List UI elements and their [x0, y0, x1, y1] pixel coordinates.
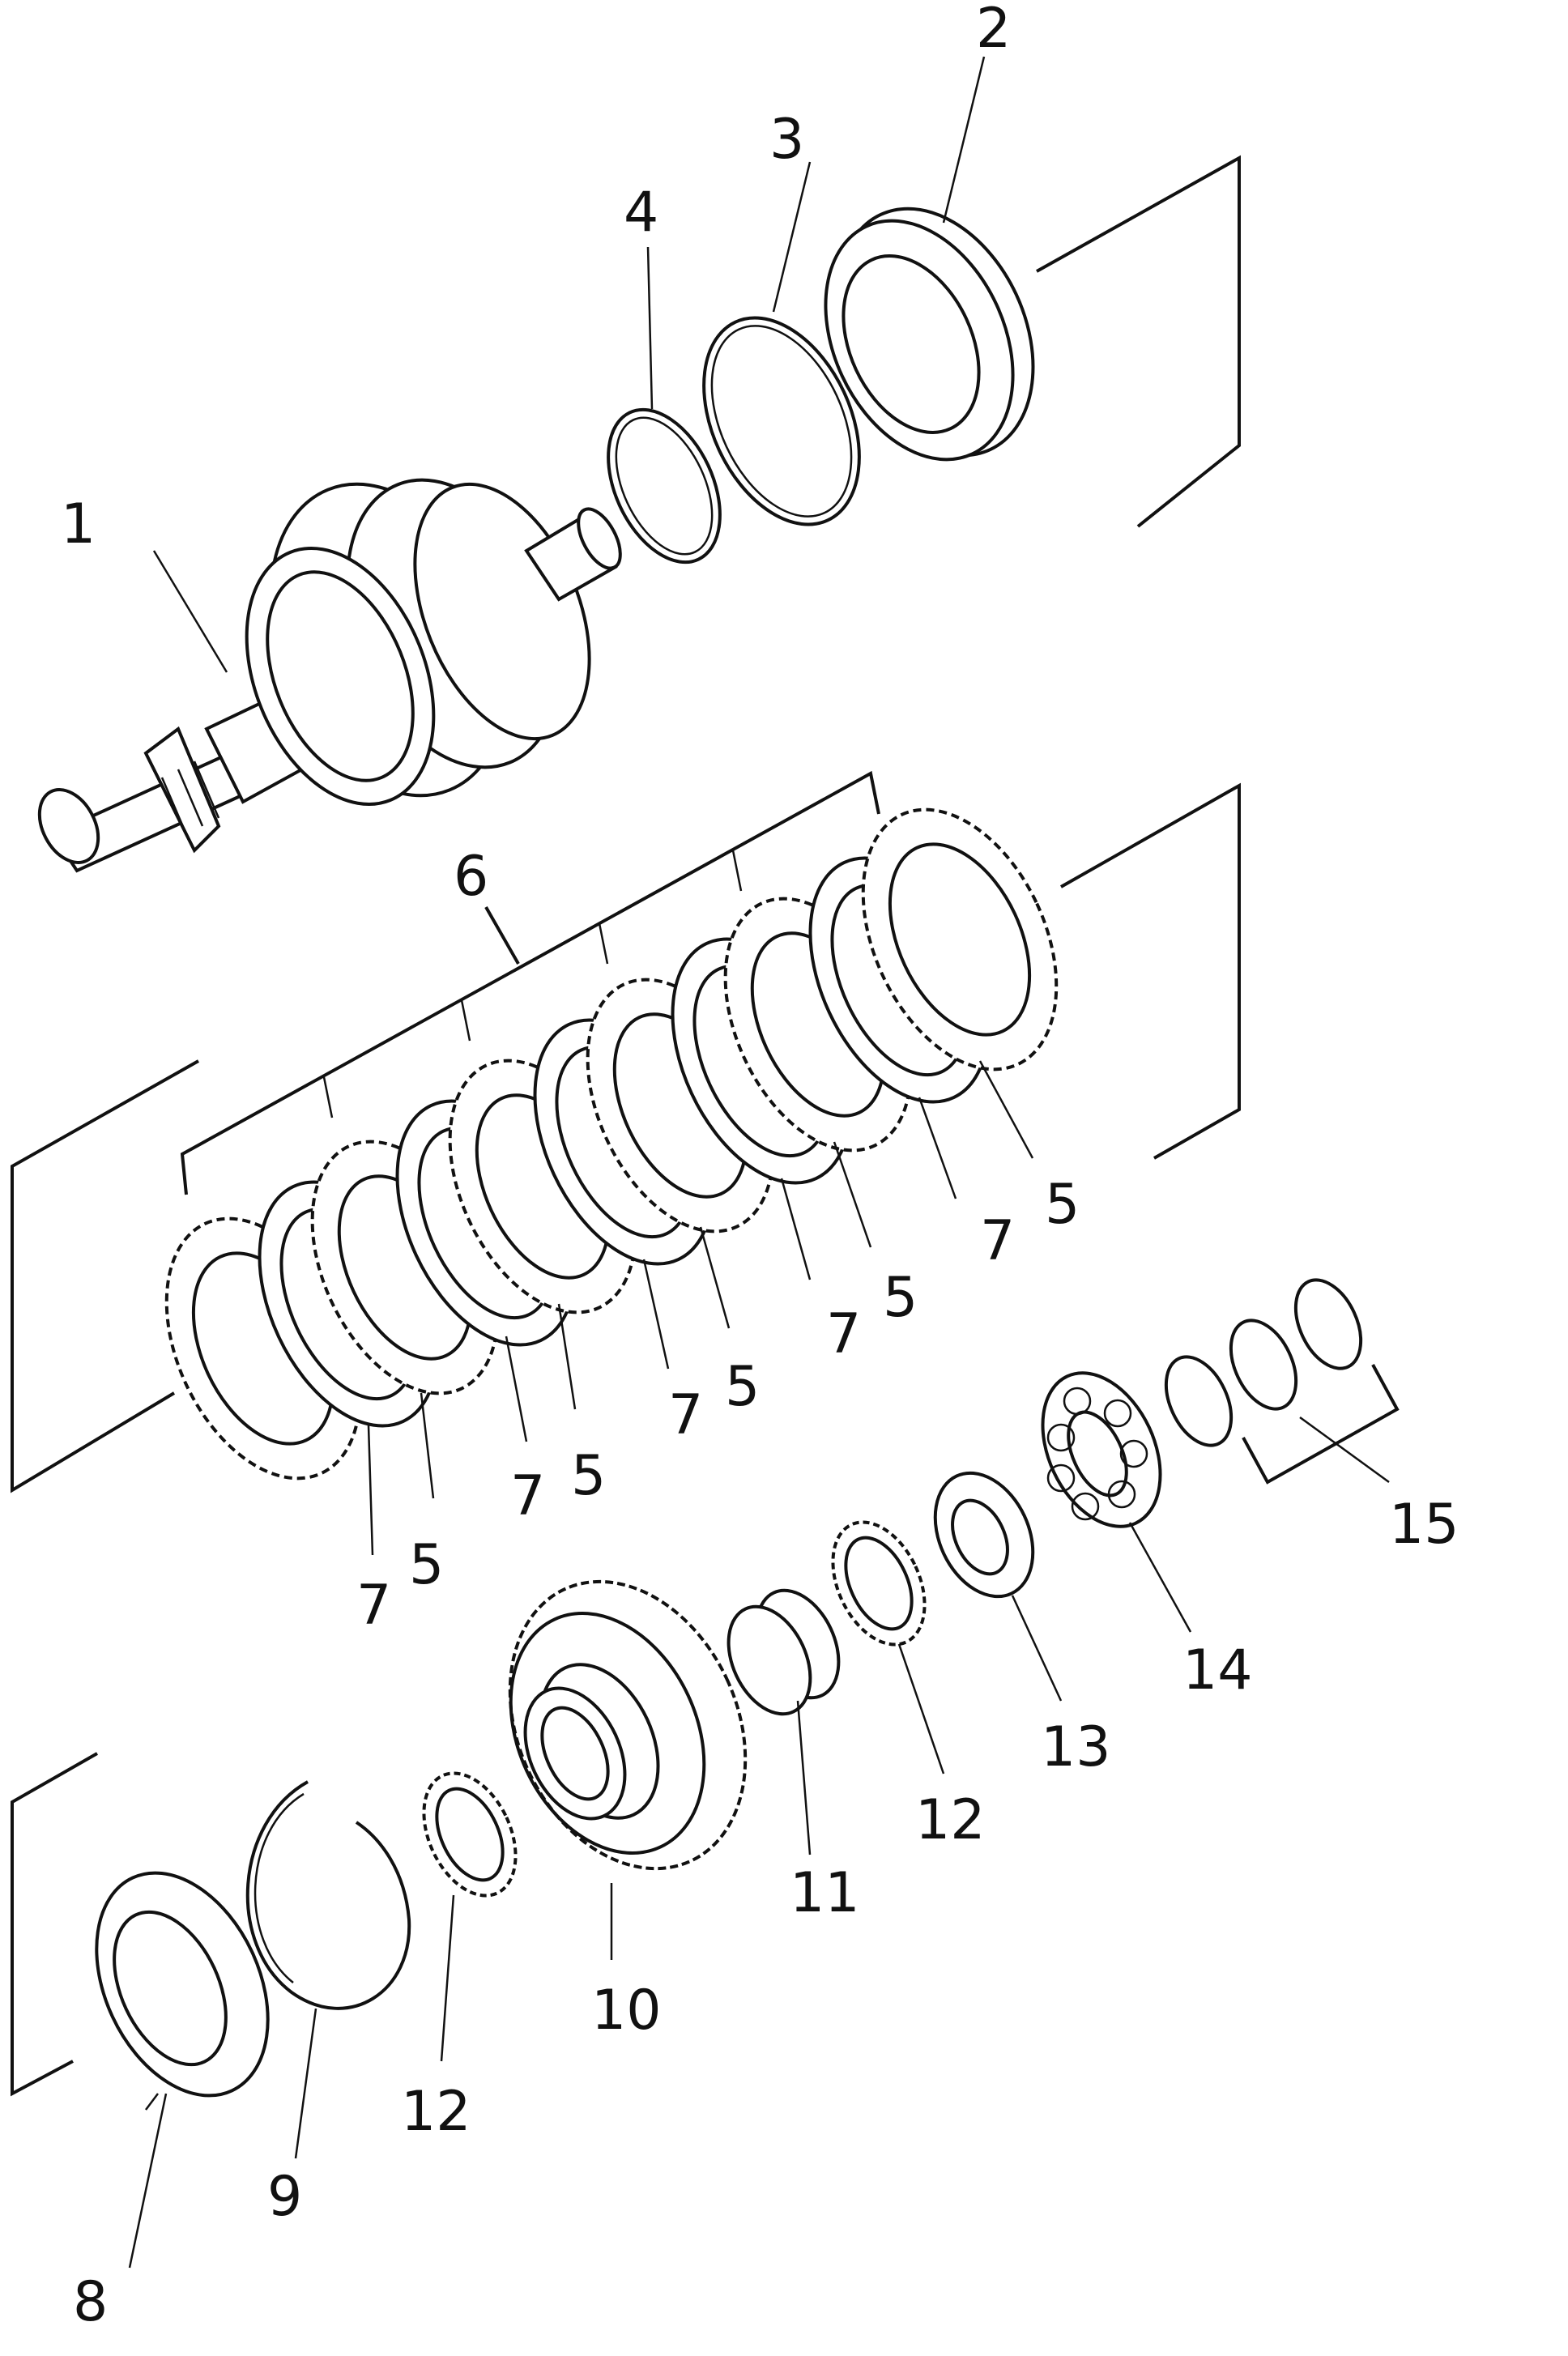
snap-ring-part-9: [245, 1780, 411, 2010]
splined-ring-part-12: [422, 1771, 518, 1898]
label-part-9: 9: [267, 2165, 302, 2229]
label-part-10: 10: [591, 1979, 662, 2043]
label-part-11: 11: [790, 1861, 860, 1925]
ring-part-4: [607, 407, 722, 565]
label-part-6: 6: [454, 845, 488, 909]
label-part-13: 13: [1041, 1715, 1111, 1779]
leader-lines: [128, 56, 1390, 2269]
label-part-12: 12: [915, 1788, 986, 1852]
label-part-14: 14: [1182, 1638, 1253, 1702]
ball-bearing-part-14: [1041, 1371, 1162, 1528]
needle-bearing-part-11: [726, 1588, 841, 1716]
label-part-7: 7: [356, 1574, 391, 1638]
label-part-5: 5: [725, 1355, 760, 1419]
label-part-2: 2: [976, 0, 1011, 61]
label-part-8: 8: [73, 2270, 108, 2334]
bracket-bottom: [11, 1364, 1400, 2097]
thrust-washer-part-13: [933, 1471, 1035, 1599]
label-part-7: 7: [668, 1383, 703, 1447]
label-part-4: 4: [624, 181, 658, 245]
label-part-7: 7: [980, 1209, 1015, 1273]
bracket-middle: [11, 770, 1241, 1493]
part-labels: 1 2 3 4 6 7 5 7 5 7 5 7 5 7 5 8 9 12 10 …: [61, 0, 1459, 2334]
label-part-5: 5: [883, 1266, 918, 1330]
label-part-5: 5: [1045, 1173, 1080, 1237]
separator-plate-part-5: [861, 807, 1059, 1071]
clutch-disc-stack: [164, 807, 1059, 1480]
piston-part-2: [824, 207, 1035, 462]
label-part-7: 7: [826, 1302, 861, 1366]
splined-ring-part-12: [831, 1520, 927, 1647]
label-part-15: 15: [1389, 1493, 1459, 1557]
label-part-7: 7: [510, 1464, 545, 1528]
ring-part-3: [702, 316, 861, 526]
gear-hub-part-10: [508, 1579, 748, 1871]
label-part-5: 5: [571, 1444, 606, 1508]
label-part-3: 3: [769, 108, 804, 172]
shaft-drum-part-1: [37, 478, 622, 873]
bracket-top: [1036, 155, 1241, 528]
label-part-1: 1: [61, 492, 96, 556]
label-part-5: 5: [409, 1533, 444, 1597]
label-part-12: 12: [401, 2080, 471, 2144]
leaders-middle: [367, 1060, 1034, 1556]
thrust-washer-part-8: [95, 1871, 270, 2098]
shim-rings-part-15: [1164, 1278, 1363, 1447]
